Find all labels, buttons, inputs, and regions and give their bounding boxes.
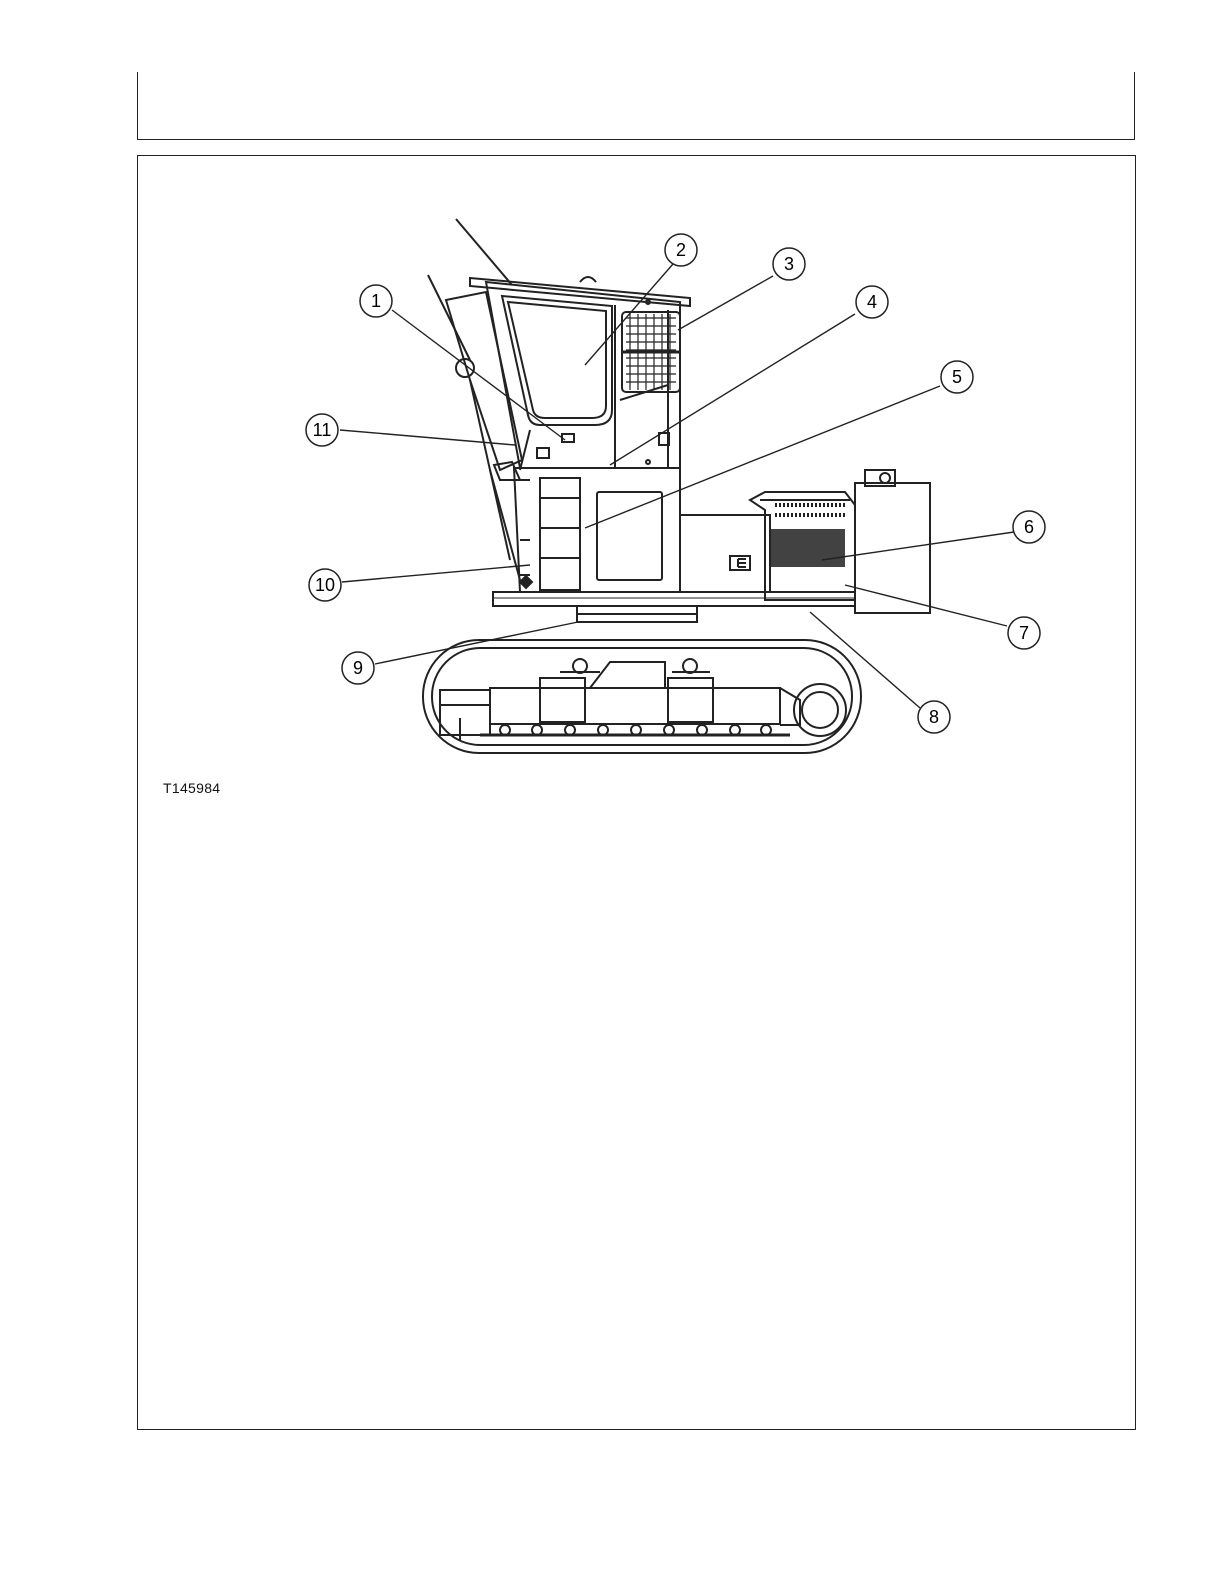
upper-deck bbox=[493, 592, 855, 622]
callout-1: 1 bbox=[360, 285, 392, 317]
track-undercarriage bbox=[423, 640, 861, 753]
callout-label: 1 bbox=[371, 291, 381, 311]
callout-11: 11 bbox=[306, 414, 338, 446]
figure-code: T145984 bbox=[163, 780, 220, 796]
callout-4: 4 bbox=[856, 286, 888, 318]
callout-6: 6 bbox=[1013, 511, 1045, 543]
callout-label: 9 bbox=[353, 658, 363, 678]
callout-10: 10 bbox=[309, 569, 341, 601]
callout-7: 7 bbox=[1008, 617, 1040, 649]
cab-screen-guard bbox=[622, 312, 680, 392]
callout-label: 4 bbox=[867, 292, 877, 312]
callout-label: 3 bbox=[784, 254, 794, 274]
callout-9: 9 bbox=[342, 652, 374, 684]
callout-label: 10 bbox=[315, 575, 335, 595]
callout-5: 5 bbox=[941, 361, 973, 393]
callout-8: 8 bbox=[918, 701, 950, 733]
callout-label: 5 bbox=[952, 367, 962, 387]
callout-label: 6 bbox=[1024, 517, 1034, 537]
callout-2: 2 bbox=[665, 234, 697, 266]
cab-riser bbox=[514, 468, 680, 592]
leader-lines bbox=[340, 264, 1014, 708]
callout-label: 2 bbox=[676, 240, 686, 260]
callout-label: 7 bbox=[1019, 623, 1029, 643]
callout-label: 11 bbox=[313, 420, 332, 440]
callout-3: 3 bbox=[773, 248, 805, 280]
callout-label: 8 bbox=[929, 707, 939, 727]
